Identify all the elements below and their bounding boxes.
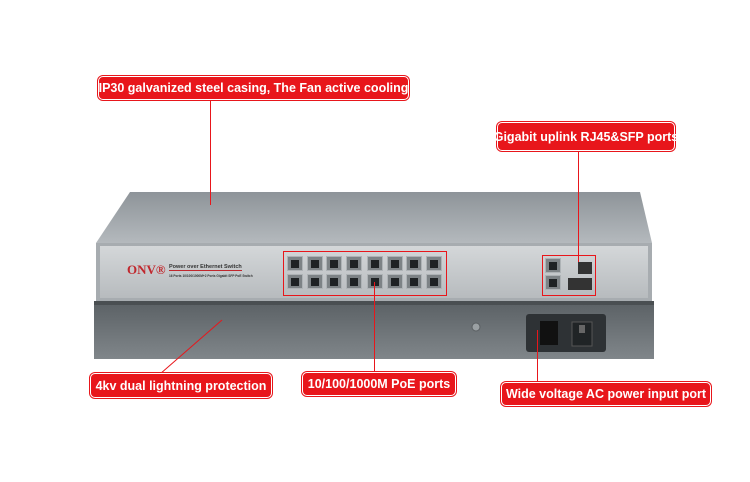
rj45-port: [406, 256, 422, 271]
rj45-port: [326, 274, 342, 289]
rj45-port: [406, 274, 422, 289]
callout-uplink: Gigabit uplink RJ45&SFP ports: [494, 122, 678, 151]
casing-leader-line: [210, 98, 211, 205]
uplink-rj45-port: [545, 275, 561, 290]
panel-subtitle: 16 Ports 10/100/1000M+2 Ports Gigabit SF…: [169, 274, 253, 278]
power-leader-line: [537, 330, 538, 382]
uplink-rj45-port: [545, 258, 561, 273]
callout-power: Wide voltage AC power input port: [501, 382, 711, 406]
poe-leader-line: [374, 282, 375, 373]
uplink-leader-line: [578, 150, 579, 262]
brand-logo: ONV®: [127, 262, 166, 277]
rj45-port: [425, 256, 442, 271]
rj45-port: [306, 256, 323, 271]
uplink-highlight: [542, 255, 596, 296]
rj45-port: [287, 256, 303, 271]
rj45-port: [345, 256, 362, 271]
poe-ports-highlight: [283, 251, 447, 296]
rj45-port: [326, 256, 342, 271]
rj45-port: [386, 256, 403, 271]
callout-casing: IP30 galvanized steel casing, The Fan ac…: [98, 76, 409, 100]
rj45-port: [345, 274, 362, 289]
callout-poe-ports: 10/100/1000M PoE ports: [302, 372, 456, 396]
panel-title: Power over Ethernet Switch: [169, 264, 242, 271]
rj45-port: [425, 274, 442, 289]
rj45-port: [287, 274, 303, 289]
rj45-port: [306, 274, 323, 289]
rj45-port: [367, 274, 383, 289]
callout-lightning: 4kv dual lightning protection: [90, 373, 272, 398]
rj45-port: [367, 256, 383, 271]
rj45-port: [386, 274, 403, 289]
